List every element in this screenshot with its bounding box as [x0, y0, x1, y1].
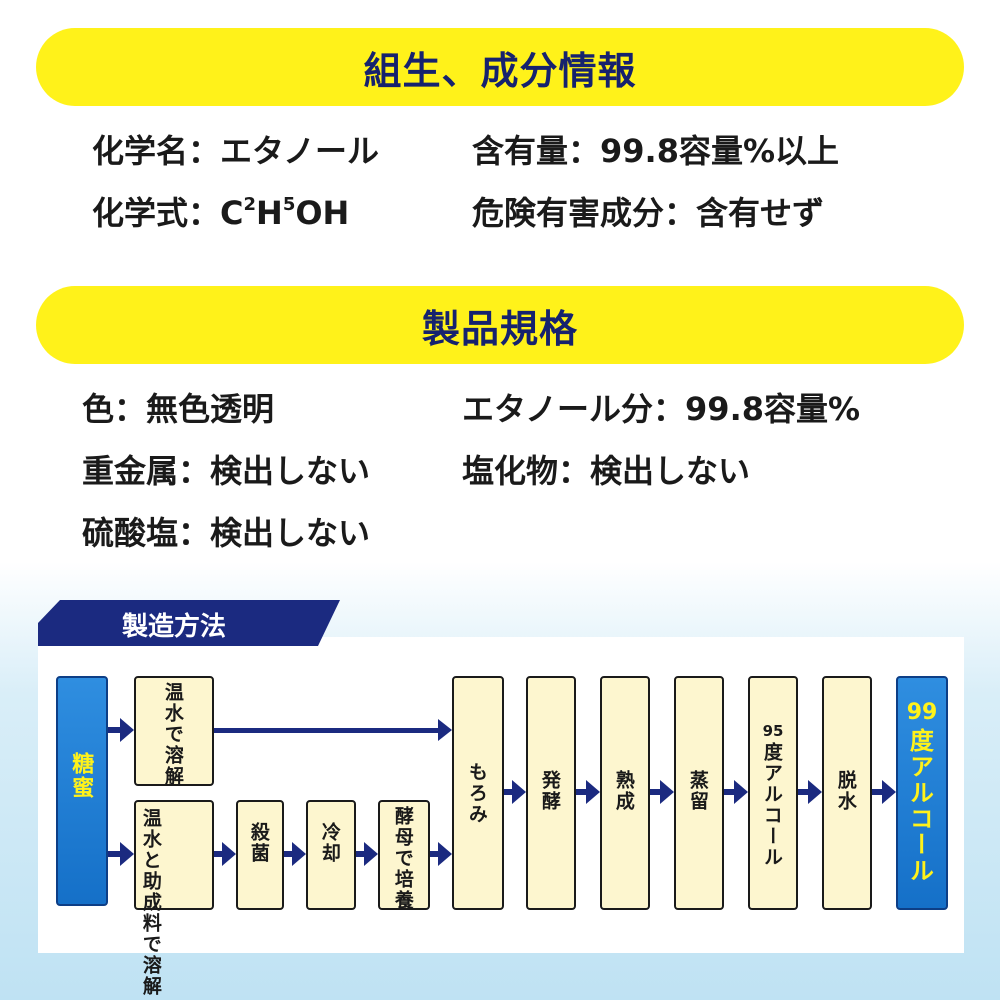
box-yeast-culture: [378, 800, 430, 910]
yeast-label: 酵母で培養: [391, 806, 414, 911]
composition-banner: 組生、成分情報: [36, 28, 964, 106]
final-label: 度アルコール: [905, 728, 934, 884]
formula-prefix: 化学式：C: [92, 194, 244, 232]
box-dissolve-warm-water: [134, 676, 214, 786]
distillation-label: 蒸留: [686, 770, 709, 812]
box-distillation: [674, 676, 724, 910]
sterilize-label: 殺菌: [247, 822, 270, 864]
content-amount: 含有量：99.8容量%以上: [472, 132, 840, 170]
upper-label: 温水で溶解: [161, 682, 184, 787]
composition-title: 組生、成分情報: [363, 48, 637, 93]
cool-label: 冷却: [318, 822, 341, 864]
formula-mid: H: [256, 194, 283, 232]
formula-sub1: 2: [243, 194, 257, 215]
box-cool: [306, 800, 356, 910]
lower-a-label: 温水と助成料で溶解: [139, 808, 162, 997]
box-dissolve-aid: [134, 800, 214, 910]
alcohol-95-number: 95: [762, 722, 784, 740]
formula-sub2: 5: [282, 194, 296, 215]
start-box-molasses: [56, 676, 108, 906]
box-95-alcohol: [748, 676, 798, 910]
start-label: 糖蜜: [68, 752, 94, 800]
dehydration-label: 脱水: [834, 770, 857, 812]
aging-label: 熟成: [612, 770, 635, 812]
box-sterilize: [236, 800, 284, 910]
spec-sulfate: 硫酸塩：検出しない: [82, 514, 371, 552]
spec-title: 製品規格: [421, 306, 578, 351]
hazardous-components: 危険有害成分：含有せず: [472, 194, 825, 232]
final-box-99-alcohol: [896, 676, 948, 910]
spec-chloride: 塩化物：検出しない: [462, 452, 751, 490]
box-aging: [600, 676, 650, 910]
box-moromi: [452, 676, 504, 910]
final-number: 99: [906, 700, 938, 725]
chemical-name: 化学名：エタノール: [92, 132, 380, 170]
alcohol-95-label: 度アルコール: [760, 742, 783, 868]
fermentation-label: 発酵: [538, 770, 561, 812]
chemical-formula: 化学式：C2H5OH: [92, 188, 349, 234]
spec-heavy-metal: 重金属：検出しない: [82, 452, 371, 490]
moromi-label: もろみ: [465, 762, 488, 825]
process-tab: [38, 600, 340, 646]
spec-ethanol: エタノール分：99.8容量%: [462, 390, 861, 428]
spec-banner: 製品規格: [36, 286, 964, 364]
process-title: 製造方法: [122, 612, 227, 642]
spec-color: 色：無色透明: [82, 390, 275, 428]
box-fermentation: [526, 676, 576, 910]
formula-end: OH: [295, 194, 350, 232]
box-dehydration: [822, 676, 872, 910]
